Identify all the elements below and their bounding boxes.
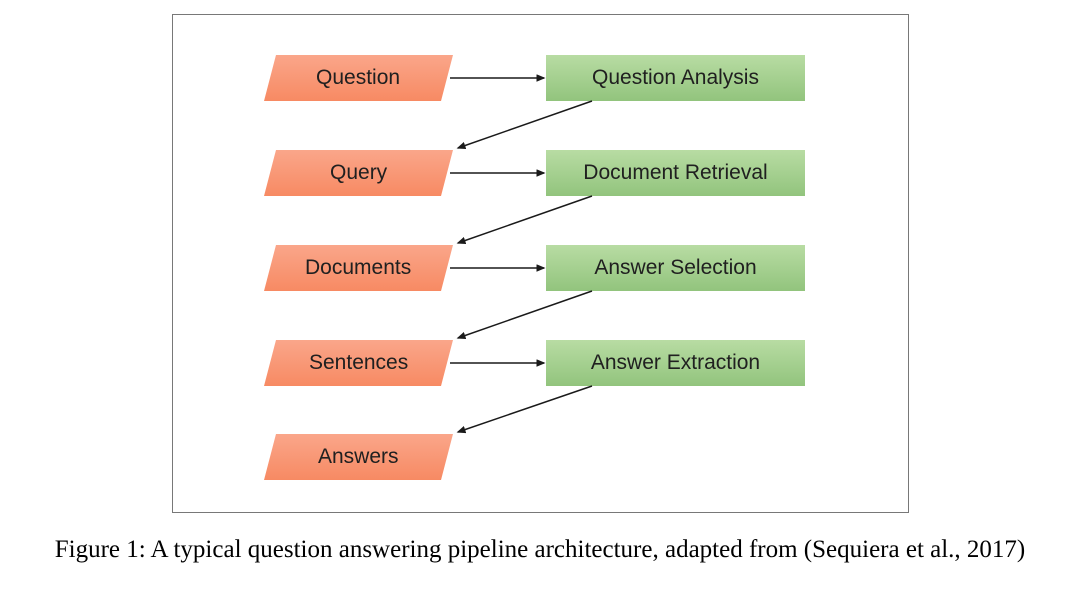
stage-document-retrieval-label: Document Retrieval: [583, 161, 768, 184]
stage-answer-extraction: Answer Extraction: [546, 340, 805, 386]
input-sentences: Sentences: [264, 340, 453, 386]
input-answers-label: Answers: [318, 445, 399, 468]
stage-answer-selection-label: Answer Selection: [594, 256, 757, 279]
stage-answer-selection: Answer Selection: [546, 245, 805, 291]
input-sentences-label: Sentences: [308, 351, 409, 374]
stage-question-analysis-label: Question Analysis: [592, 66, 759, 89]
input-documents: Documents: [264, 245, 453, 291]
stage-question-analysis: Question Analysis: [546, 55, 805, 101]
stage-document-retrieval: Document Retrieval: [546, 150, 805, 196]
input-answers: Answers: [264, 434, 453, 480]
input-query-label: Query: [329, 161, 388, 184]
input-documents-label: Documents: [305, 256, 412, 279]
input-question: Question: [264, 55, 453, 101]
input-question-label: Question: [316, 66, 401, 89]
stage-answer-extraction-label: Answer Extraction: [590, 351, 761, 374]
input-query: Query: [264, 150, 453, 196]
figure-caption: Figure 1: A typical question answering p…: [54, 536, 1026, 563]
